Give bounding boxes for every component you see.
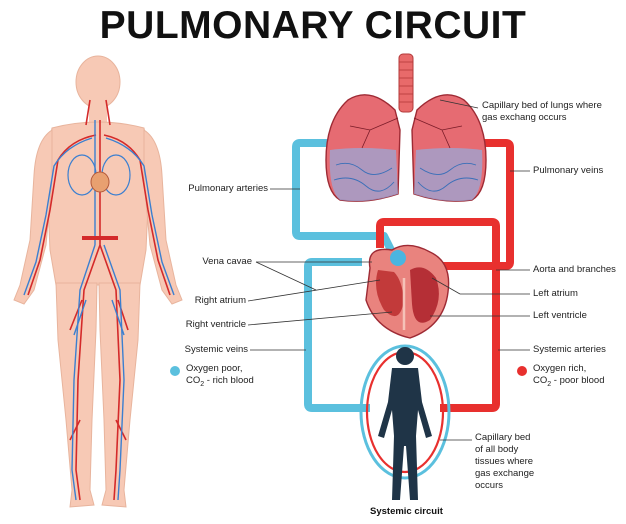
legend-rich-rest: - poor blood	[551, 375, 605, 386]
heart-vena-cava-top	[390, 250, 406, 266]
legend-oxygen-poor-line1: Oxygen poor,	[186, 363, 243, 374]
label-capillary-body-line4: gas exchange	[475, 468, 535, 479]
capillary-ring-blue	[359, 344, 451, 480]
label-capillary-body-line1: Capillary bed	[475, 432, 531, 443]
lung-left-capillary	[329, 148, 398, 202]
label-systemic-arteries: Systemic arteries	[533, 344, 606, 355]
body-kidney-vessel	[82, 236, 118, 240]
label-left-atrium: Left atrium	[533, 288, 578, 299]
systemic-person	[359, 344, 451, 500]
person-head	[396, 347, 414, 365]
legend-rich-sub: 2	[547, 380, 552, 388]
label-right-atrium: Right atrium	[194, 295, 246, 306]
body-leg-left	[55, 282, 98, 508]
label-right-ventricle: Right ventricle	[185, 319, 246, 330]
legend-dot-oxygen-poor	[170, 366, 180, 376]
label-capillary-body-line3: tissues where	[475, 456, 534, 467]
right-chambers	[376, 270, 404, 317]
person-body	[378, 368, 432, 500]
body-arm-left	[13, 129, 53, 305]
label-pulmonary-arteries: Pulmonary arteries	[188, 183, 268, 194]
body-arm-right	[143, 129, 183, 305]
pulmonary-artery-tube	[292, 139, 396, 254]
legend-dot-oxygen-rich	[517, 366, 527, 376]
page-title: PULMONARY CIRCUIT	[99, 4, 527, 47]
left-chambers	[410, 267, 439, 323]
label-systemic-veins: Systemic veins	[184, 344, 248, 355]
body-arteries	[27, 99, 171, 501]
legend-oxygen-poor-line2: CO2 - rich blood	[186, 375, 254, 391]
body-head	[75, 55, 121, 109]
pulmonary-vein-tube	[424, 139, 514, 270]
legend-oxygen-rich-line1: Oxygen rich,	[533, 363, 587, 374]
label-left-ventricle: Left ventricle	[533, 310, 587, 321]
legend-poor-co: CO	[186, 375, 201, 386]
label-capillary-lungs-line2: gas exchang occurs	[482, 112, 567, 123]
legend-poor-sub: 2	[200, 380, 205, 388]
label-pulmonary-veins: Pulmonary veins	[533, 165, 604, 176]
label-aorta: Aorta and branches	[533, 264, 616, 275]
lungs	[325, 53, 487, 202]
body-neck	[89, 104, 107, 122]
legend-rich-co: CO	[533, 375, 548, 386]
leader-lines	[247, 99, 530, 441]
lung-right-capillary	[414, 148, 483, 202]
label-capillary-lungs-line1: Capillary bed of lungs where	[482, 100, 602, 111]
legend-poor-rest: - rich blood	[204, 375, 254, 386]
trachea	[398, 53, 414, 113]
aorta-tube	[376, 218, 500, 412]
label-capillary-body-line2: of all body	[475, 444, 519, 455]
label-vena-cavae: Vena cavae	[202, 256, 252, 267]
body-heart	[90, 171, 110, 193]
legend-oxygen-rich-line2: CO2 - poor blood	[533, 375, 605, 391]
body-torso	[45, 121, 151, 286]
systemic-vein-tube	[304, 258, 370, 412]
label-capillary-body-line5: occurs	[475, 480, 503, 491]
body-figure	[13, 55, 183, 508]
heart	[365, 244, 450, 339]
label-systemic-circuit: Systemic circuit	[370, 506, 443, 517]
